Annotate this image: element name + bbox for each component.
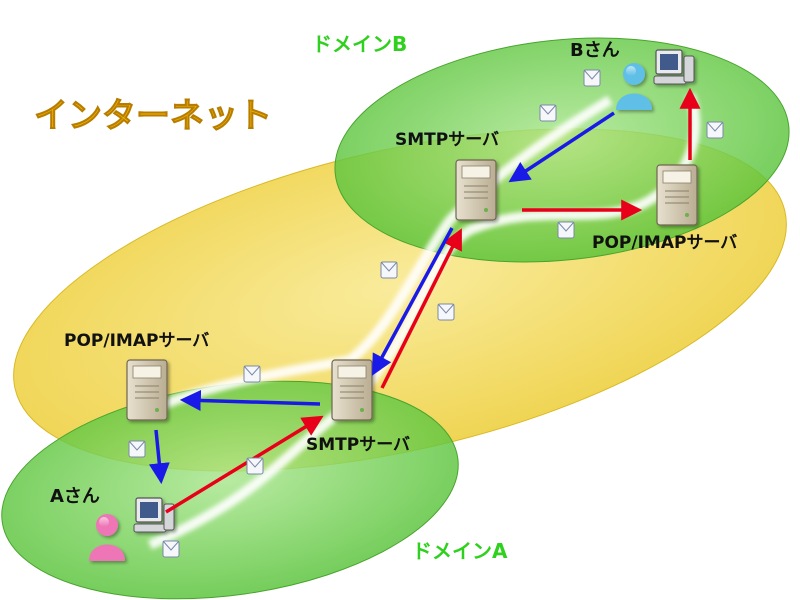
envelope-icon xyxy=(380,261,398,279)
pop-b-label: POP/IMAPサーバ xyxy=(592,233,737,253)
envelope-icon xyxy=(557,221,575,239)
domain-a-label: ドメインA xyxy=(412,539,508,563)
smtp-b-label: SMTPサーバ xyxy=(395,130,499,150)
envelope-icon xyxy=(706,121,724,139)
arrow-smtp-a-to-smtp-b xyxy=(380,228,462,389)
smtp-a-label: SMTPサーバ xyxy=(306,435,410,455)
user-b-label: Bさん xyxy=(570,40,620,61)
person-a-icon xyxy=(89,514,125,561)
pop-imap-server-b-icon xyxy=(656,164,698,226)
smtp-server-a-icon xyxy=(331,359,373,421)
internet-title: インターネット xyxy=(34,96,272,136)
reply-arrows xyxy=(148,111,615,485)
pop-a-label: POP/IMAPサーバ xyxy=(64,331,209,351)
arrow-pc-b-to-smtp-b xyxy=(508,111,615,183)
send-arrows xyxy=(165,87,701,514)
domain-b-label: ドメインB xyxy=(312,32,407,56)
arrow-smtp-a-to-pop-a xyxy=(179,389,321,411)
person-b-icon xyxy=(616,63,652,110)
envelope-icon xyxy=(437,303,455,321)
envelope-icon xyxy=(162,540,180,558)
pop-imap-server-a-icon xyxy=(126,359,168,421)
envelope-icon xyxy=(128,440,146,458)
arrow-pc-a-to-smtp-a xyxy=(165,415,324,514)
arrow-pop-a-to-pc-a xyxy=(148,429,170,485)
envelope-icon xyxy=(539,104,557,122)
user-a-label: Aさん xyxy=(50,486,100,507)
envelope-icon xyxy=(246,457,264,475)
envelope-icon xyxy=(583,69,601,87)
smtp-server-b-icon xyxy=(455,159,497,221)
envelope-icon xyxy=(243,365,261,383)
arrow-smtp-b-to-smtp-a xyxy=(371,227,454,376)
